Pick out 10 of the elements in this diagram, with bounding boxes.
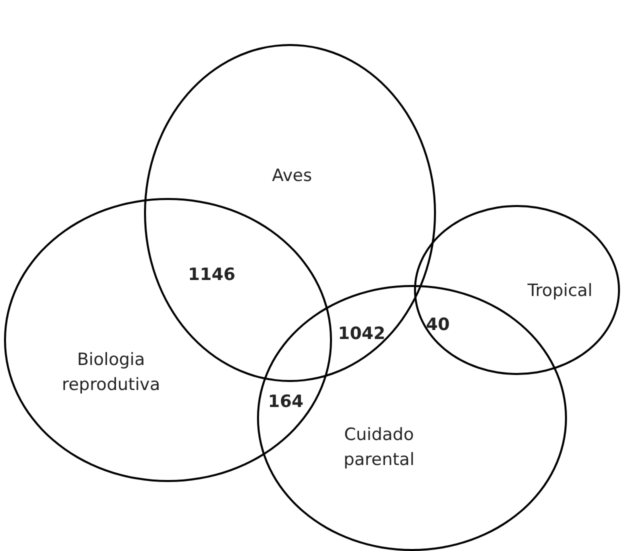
- set-label: Aves: [270, 165, 313, 188]
- set-label: Cuidado parental: [342, 424, 416, 472]
- venn-circle: [414, 205, 620, 375]
- overlap-count: 164: [268, 392, 304, 412]
- set-label: Tropical: [526, 280, 594, 303]
- venn-circle: [4, 198, 332, 482]
- set-label: Biologia reprodutiva: [60, 349, 162, 397]
- overlap-count: 1146: [188, 265, 236, 285]
- overlap-count: 1042: [338, 324, 386, 344]
- overlap-count: 40: [426, 315, 450, 335]
